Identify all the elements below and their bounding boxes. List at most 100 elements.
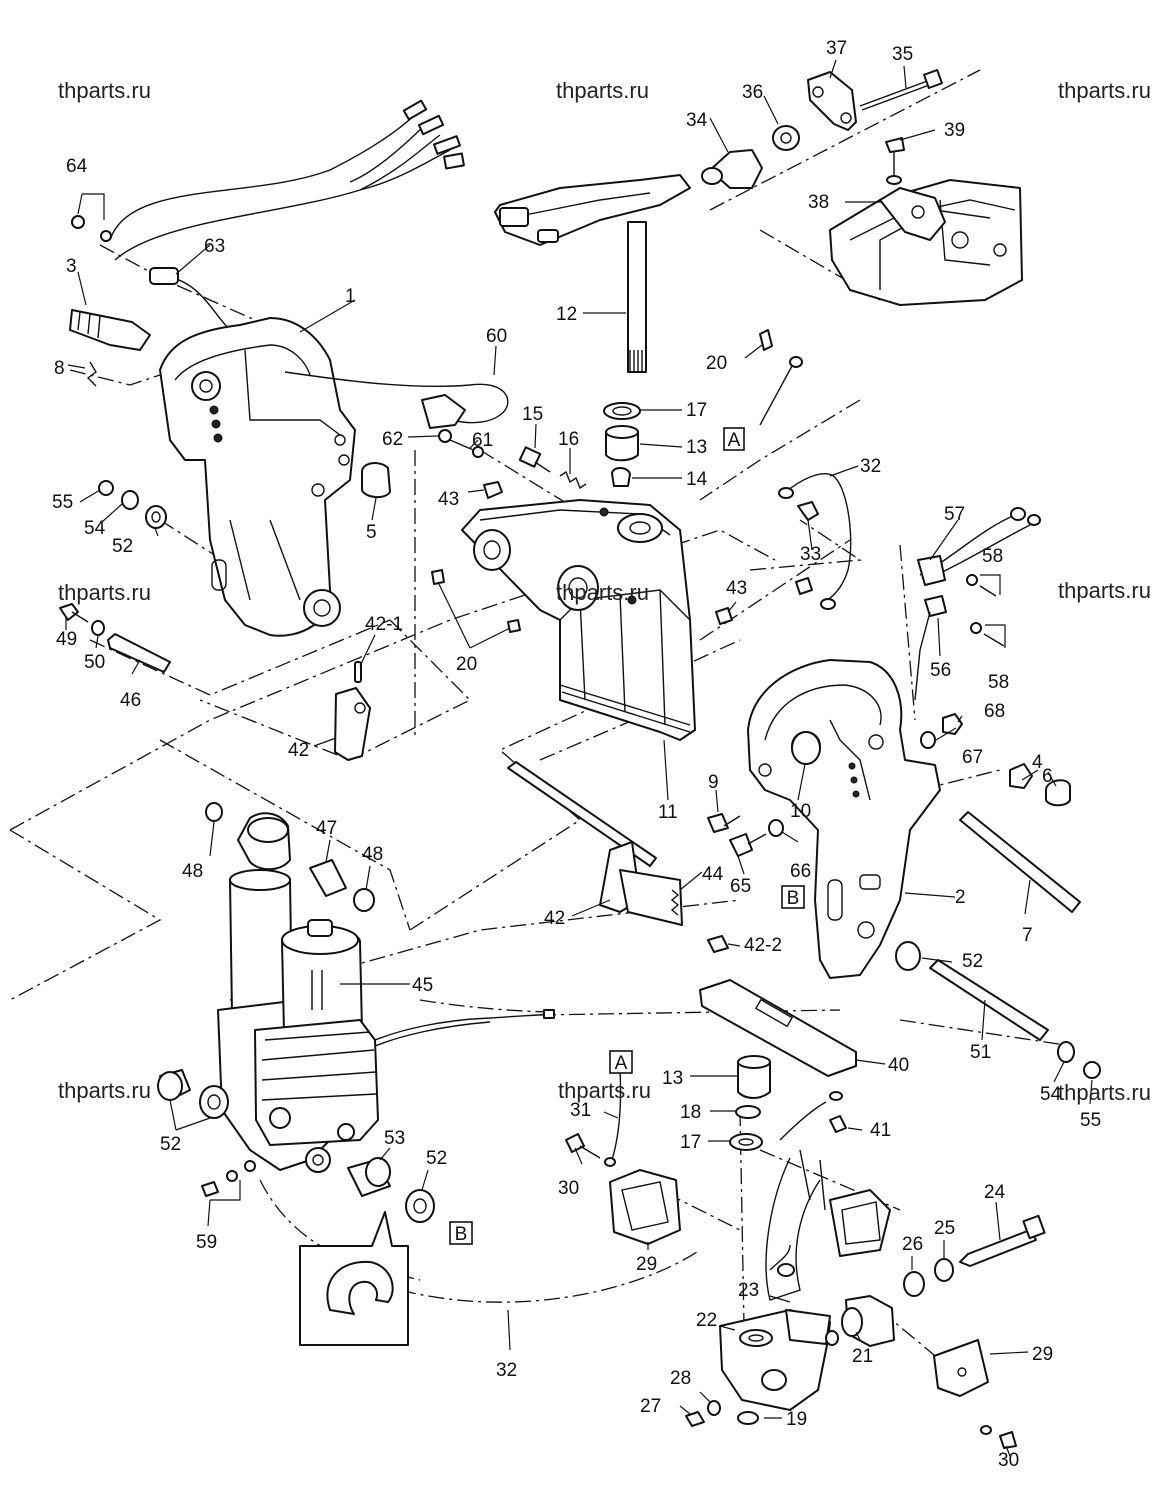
callout-32-top: 32 — [860, 456, 881, 477]
callout-55-right: 55 — [1080, 1110, 1101, 1131]
bolt-65 — [729, 833, 767, 857]
callout-50: 50 — [84, 652, 105, 673]
steering-arm-12 — [494, 174, 691, 373]
callout-13-bottom: 13 — [662, 1068, 683, 1089]
callout-20-top: 20 — [706, 353, 727, 374]
screw-41 — [829, 1091, 847, 1133]
callout-1: 1 — [345, 286, 356, 307]
clamp-bracket-1 — [159, 317, 356, 637]
bolt-39 — [885, 137, 905, 185]
callout-14: 14 — [686, 469, 708, 490]
callout-46: 46 — [120, 690, 141, 711]
ground-wire-32-top — [778, 473, 852, 610]
callout-56: 56 — [930, 660, 951, 681]
callout-52-bottom: 52 — [426, 1148, 447, 1169]
callout-labels: 1 2 3 4 5 6 7 8 9 10 11 12 13 13 14 15 1… — [52, 38, 1101, 1471]
cap-6 — [1045, 779, 1071, 807]
oring-18 — [735, 1105, 761, 1119]
watermark-text: thparts.ru — [58, 580, 151, 605]
washer-66 — [768, 819, 784, 837]
ref-box-B-right: B — [781, 885, 805, 909]
lever-42-upper — [334, 687, 371, 761]
bolt-30-left — [565, 1133, 601, 1159]
watermark-text: thparts.ru — [558, 1078, 651, 1103]
callout-42-lower: 42 — [544, 908, 565, 929]
watermark-text: thparts.ru — [1058, 1080, 1151, 1105]
callout-21: 21 — [852, 1346, 873, 1367]
tilt-rod-7 — [959, 811, 1081, 913]
callout-67: 67 — [962, 747, 983, 768]
bushing-52-upper-left — [145, 505, 167, 529]
washer-55-left — [98, 480, 114, 496]
tilt-lock-rod-44 — [507, 761, 683, 926]
bushing-52-trim-a — [157, 1069, 191, 1101]
callout-62: 62 — [382, 429, 403, 450]
callout-30-left: 30 — [558, 1178, 579, 1199]
anode-29-right — [933, 1339, 989, 1397]
callout-20-left: 20 — [456, 654, 477, 675]
watermark-text: thparts.ru — [58, 78, 151, 103]
clip-19 — [737, 1411, 759, 1425]
bolt-59 — [201, 1160, 256, 1201]
washer-25 — [934, 1258, 954, 1282]
washer-67 — [920, 731, 936, 749]
trim-sensor-57 — [914, 507, 1041, 701]
callout-58-top: 58 — [982, 546, 1003, 567]
callout-40: 40 — [888, 1055, 909, 1076]
callout-12: 12 — [556, 304, 577, 325]
plate-40 — [699, 979, 857, 1077]
swivel-bracket-11 — [461, 499, 696, 741]
bushing-5 — [361, 462, 391, 498]
callout-63: 63 — [204, 236, 225, 257]
callout-17-top: 17 — [686, 400, 707, 421]
callout-48-left: 48 — [182, 861, 203, 882]
clamp-bracket-2 — [747, 659, 941, 979]
nut-4 — [1009, 763, 1033, 789]
ref-box-B-left: B — [449, 1221, 473, 1245]
wire-harness — [109, 99, 465, 331]
bushing-10 — [791, 731, 821, 765]
callout-5: 5 — [366, 522, 377, 543]
callout-43-right: 43 — [726, 578, 747, 599]
washer-17-bottom — [729, 1133, 763, 1151]
bushing-48-right — [353, 888, 375, 912]
bolt-24 — [959, 1214, 1046, 1267]
bushing-48-top — [205, 802, 223, 822]
callout-68: 68 — [984, 701, 1005, 722]
callout-3: 3 — [66, 256, 77, 277]
bushing-52-trim-b — [199, 1085, 229, 1119]
callout-8: 8 — [54, 358, 65, 379]
callout-35: 35 — [892, 44, 913, 65]
ground-lead-20 — [759, 329, 803, 426]
callout-59: 59 — [196, 1232, 217, 1253]
callout-9: 9 — [708, 772, 719, 793]
bolt-30-right — [980, 1425, 1017, 1449]
callout-29-right: 29 — [1032, 1344, 1053, 1365]
callout-13-top: 13 — [686, 437, 707, 458]
nut-27 — [685, 1411, 705, 1427]
washer-54-left — [121, 490, 139, 510]
callout-29-left: 29 — [636, 1254, 657, 1275]
callout-7: 7 — [1022, 925, 1033, 946]
bolt-9 — [707, 813, 741, 833]
callout-45: 45 — [412, 975, 433, 996]
callout-60: 60 — [486, 326, 507, 347]
callout-52-upper-left: 52 — [112, 536, 133, 557]
ref-box-A-bottom: A — [609, 1050, 633, 1074]
leader-lines — [65, 59, 1093, 1457]
ref-label: A — [615, 1053, 628, 1074]
detail-inset — [299, 1211, 409, 1346]
washer-54-right — [1057, 1041, 1075, 1063]
washer-55-right — [1083, 1061, 1101, 1079]
watermark-text: thparts.ru — [556, 78, 649, 103]
callout-25: 25 — [934, 1218, 955, 1239]
lower-mount-bracket — [765, 1149, 891, 1301]
watermark-text: thparts.ru — [1058, 578, 1151, 603]
mount-21 — [841, 1295, 895, 1347]
callout-42-2: 42-2 — [744, 935, 782, 956]
grease-nipple-43-top — [483, 481, 503, 499]
callout-57: 57 — [944, 504, 965, 525]
callout-39: 39 — [944, 120, 965, 141]
callout-51: 51 — [970, 1042, 991, 1063]
callout-48-right: 48 — [362, 844, 383, 865]
